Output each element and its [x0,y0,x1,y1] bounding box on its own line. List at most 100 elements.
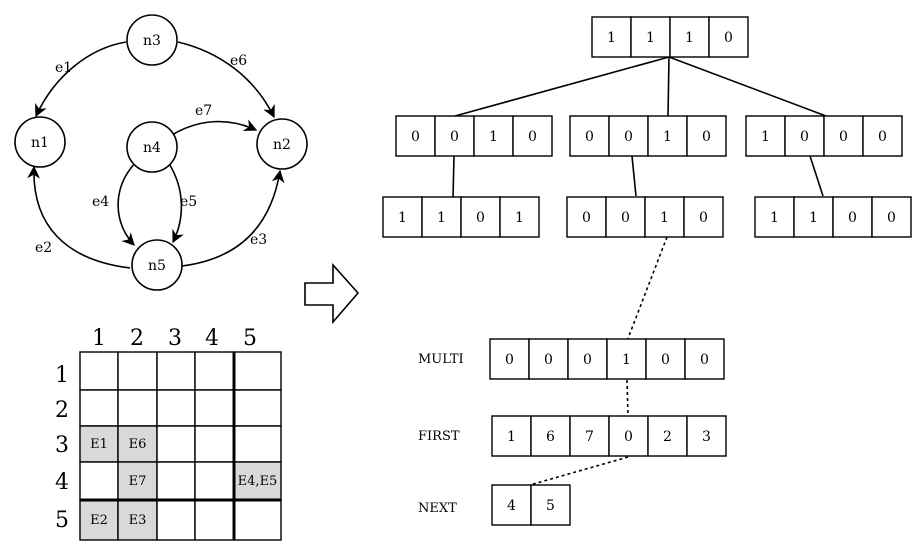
edge-e5 [167,161,184,244]
bit-cell-box [489,338,530,380]
bit-cell-value: 0 [624,129,633,145]
bit-cell: 1 [793,196,834,238]
matrix-cell-bg [117,461,158,501]
bit-cell-value: 2 [663,429,672,445]
matrix-cell-bg [156,425,196,463]
pointer-line [529,456,629,486]
bit-cell-box [434,115,475,157]
matrix-cell-label: E7 [129,474,147,489]
matrix-cell-bg [194,461,235,501]
matrix-row-header: 5 [55,508,69,533]
matrix-cell-bg [117,351,158,391]
matrix-cell-bg [79,461,119,501]
bit-cell: 0 [871,196,912,238]
bit-cell: 0 [684,338,725,380]
bit-cell-box [530,484,571,526]
matrix-cell [233,389,282,427]
matrix-cell-bg [156,461,196,501]
matrix-cell [194,351,235,391]
matrix-cell [194,461,235,501]
bit-cell: 1 [647,115,688,157]
bit-cell-box [473,115,514,157]
tree-edge [452,155,455,199]
bit-cell-box [608,415,649,457]
bit-cell-value: 1 [663,129,672,145]
matrix-col-header: 3 [168,326,182,351]
bit-cell: 0 [567,338,608,380]
bit-cell: 0 [823,115,864,157]
matrix-cell-label: E3 [129,513,147,528]
matrix-cell: E3 [117,499,158,541]
bit-cell: 0 [605,196,646,238]
matrix-cell-bg [156,389,196,427]
bit-cell: 0 [489,338,530,380]
bit-cell-box [745,115,786,157]
graph: e1 e6 e7 e4 e5 e2 e3 n3 n1 n4 n2 n5 [14,14,308,291]
matrix-row-header: 4 [55,470,69,495]
bit-cell-value: 4 [507,498,516,514]
matrix-cell-bg [194,351,235,391]
matrix-cell: E4,E5 [233,461,282,501]
bit-cell: 0 [434,115,475,157]
bit-cell-value: 1 [507,429,516,445]
node-n5: n5 [131,239,183,291]
node-label-n5: n5 [148,258,166,274]
tree-edge [809,155,824,197]
bit-cell: 1 [382,196,423,238]
bit-cell-value: 1 [761,129,770,145]
bit-cell-value: 0 [848,210,857,226]
matrix-cell-label: E2 [90,513,108,528]
bit-cell-box [823,115,864,157]
bit-cell-box [491,484,532,526]
node-label-n2: n2 [273,137,291,153]
bit-cell-value: 0 [724,30,733,46]
bit-cell: 0 [608,415,649,457]
tree-edge [667,56,670,117]
bit-cell-box [591,16,632,58]
bit-cell-box [669,16,710,58]
bit-cell: 1 [754,196,795,238]
bit-cell-value: 0 [702,129,711,145]
bit-cell-box [567,338,608,380]
bit-cell-box [871,196,912,238]
array-label-next: NEXT [418,501,457,516]
bit-cell-value: 1 [515,210,524,226]
bit-cell-value: 0 [800,129,809,145]
matrix-cell [156,425,196,463]
matrix-cell [117,389,158,427]
bit-cell-box [708,16,749,58]
edge-e2 [27,165,131,269]
matrix-cell [156,389,196,427]
pointer-line [626,236,668,342]
matrix-cell: E7 [117,461,158,501]
bit-cell: 1 [630,16,671,58]
bit-cell-value: 0 [878,129,887,145]
matrix-col-header: 1 [92,326,106,351]
bit-cell: 0 [784,115,825,157]
matrix-cell-label: E4,E5 [238,474,278,489]
matrix-cell-bg [194,499,235,541]
bit-cell-value: 0 [887,210,896,226]
edge-label-e6: e6 [230,53,247,69]
bit-tree [452,56,827,486]
bit-cell-value: 1 [660,210,669,226]
matrix-cell [156,499,196,541]
matrix-cell-bg [233,351,282,391]
edge-label-e7: e7 [195,103,212,119]
bit-cell-box [528,338,569,380]
bit-cell-box [647,415,688,457]
bit-cell: 1 [473,115,514,157]
bit-cell-value: 0 [700,352,709,368]
bit-cell-value: 0 [699,210,708,226]
bit-cell: 3 [686,415,727,457]
